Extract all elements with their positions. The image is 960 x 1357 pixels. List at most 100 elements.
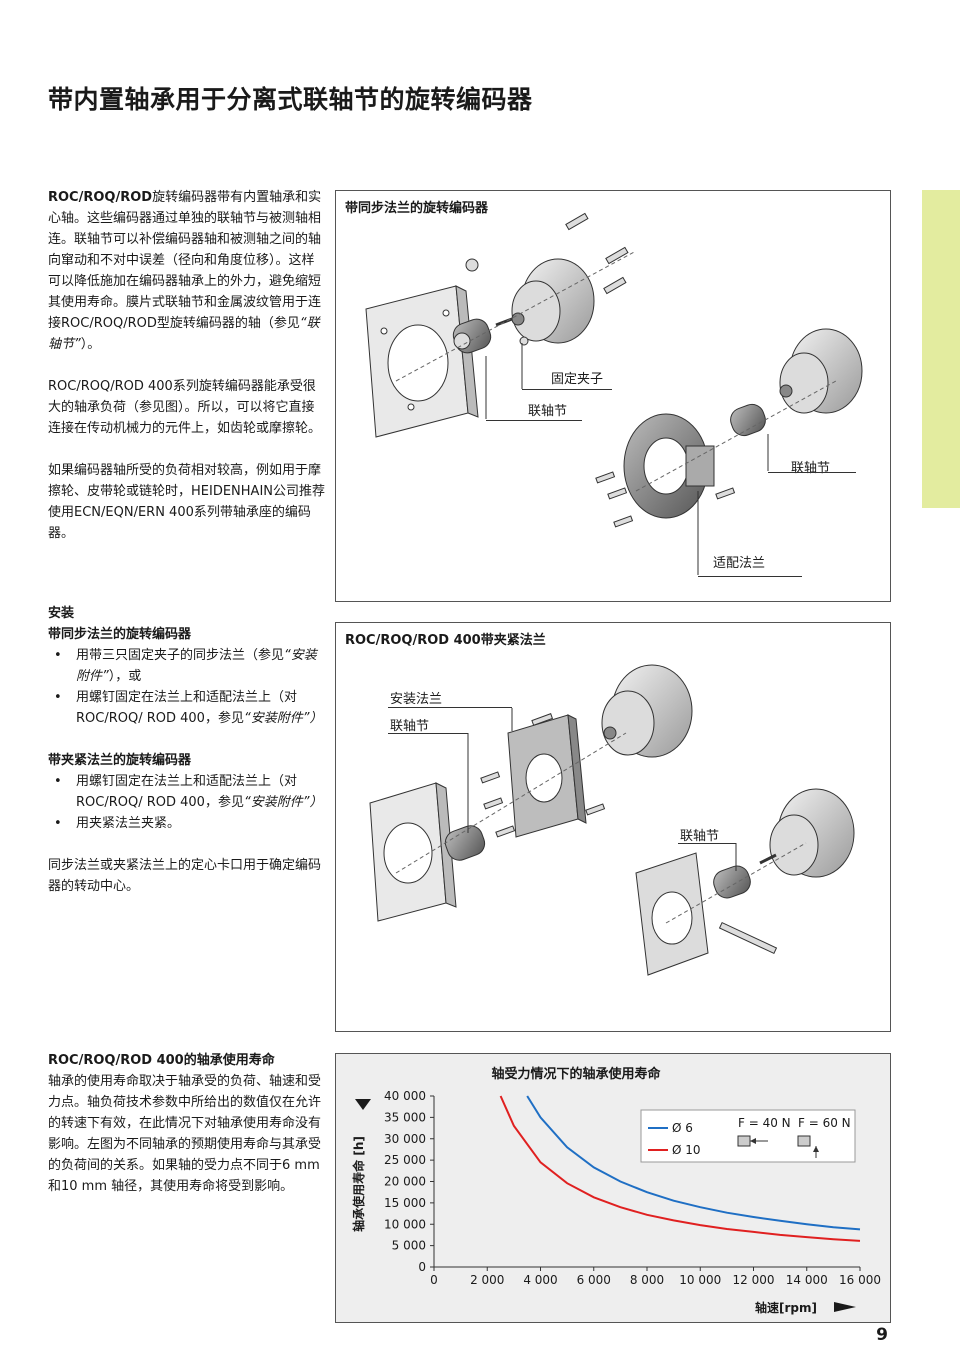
leader-line bbox=[388, 733, 468, 734]
y-tick-label: 15 000 bbox=[384, 1196, 426, 1210]
force-label-0: F = 40 N bbox=[738, 1116, 791, 1130]
y-tick-label: 20 000 bbox=[384, 1175, 426, 1189]
figure-clamp-title: ROC/ROQ/ROD 400带夹紧法兰 bbox=[345, 633, 546, 648]
leader-line bbox=[768, 472, 856, 473]
install-note: 同步法兰或夹紧法兰上的定心卡口用于确定编码器的转动中心。 bbox=[48, 858, 322, 894]
x-tick-label: 8 000 bbox=[630, 1273, 664, 1287]
intro-model: ROC/ROQ/ROD bbox=[48, 190, 153, 205]
sync-b1-text: 用带三只固定夹子的同步法兰（参见 bbox=[76, 648, 285, 663]
sync-b1-end: ），或 bbox=[108, 669, 142, 684]
bearing-heading: ROC/ROQ/ROD 400的轴承使用寿命 bbox=[48, 1053, 275, 1068]
x-axis-label: 轴速[rpm] bbox=[755, 1300, 817, 1315]
x-tick-label: 2 000 bbox=[470, 1273, 504, 1287]
list-item: 用螺钉固定在法兰上和适配法兰上（对ROC/ROQ/ ROD 400，参见“安装附… bbox=[48, 687, 326, 729]
leader-line bbox=[522, 389, 612, 390]
encoder-3 bbox=[601, 664, 693, 758]
legend-label-1: Ø 10 bbox=[672, 1143, 701, 1157]
x-tick-label: 12 000 bbox=[733, 1273, 775, 1287]
figure-sync-title: 带同步法兰的旋转编码器 bbox=[345, 201, 489, 216]
encoder-2 bbox=[779, 328, 863, 414]
bearing-life-chart-panel: 轴受力情况下的轴承使用寿命 轴承使用寿命 [h] 轴速[rpm] 0 2 000 4… bbox=[335, 1053, 891, 1323]
sync-b2-end: ） bbox=[309, 711, 323, 726]
leader-line bbox=[698, 576, 802, 577]
intro-p1-text: 旋转编码器带有内置轴承和实心轴。这些编码器通过单独的联轴节与被测轴相连。联轴节可… bbox=[48, 190, 322, 331]
figure-clamp-flange: ROC/ROQ/ROD 400带夹紧法兰 bbox=[335, 622, 891, 1032]
radial-force-icon bbox=[737, 1135, 768, 1147]
intro-p1-ref: “联轴节” bbox=[48, 316, 320, 352]
sync-heading: 带同步法兰的旋转编码器 bbox=[48, 627, 192, 642]
y-tick-label: 10 000 bbox=[384, 1217, 426, 1231]
force-label-1: F = 60 N bbox=[798, 1116, 851, 1130]
page-number: 9 bbox=[876, 1325, 888, 1345]
figure-sync-flange: 带同步法兰的旋转编码器 bbox=[335, 190, 891, 602]
install-section: 安装 带同步法兰的旋转编码器 用带三只固定夹子的同步法兰（参见“安装附件”），或… bbox=[48, 603, 326, 897]
axial-force-icon bbox=[797, 1135, 819, 1158]
y-axis-arrow-icon bbox=[355, 1099, 371, 1110]
intro-paragraph-2: ROC/ROQ/ROD 400系列旋转编码器能承受很大的轴承负荷（参见图）。所以… bbox=[48, 379, 322, 436]
label-mounting-flange: 安装法兰 bbox=[388, 688, 445, 707]
intro-paragraph-3: 如果编码器轴所受的负荷相对较高，例如用于摩擦轮、皮带轮或链轮时，HEIDENHA… bbox=[48, 463, 325, 541]
y-tick-label: 25 000 bbox=[384, 1153, 426, 1167]
clamp-b1-text: 用螺钉固定在法兰上和适配法兰上（对ROC/ROQ/ ROD 400，参见 bbox=[76, 774, 298, 810]
adapter-flange bbox=[623, 413, 715, 519]
label-fixing-clamp: 固定夹子 bbox=[549, 368, 606, 387]
x-tick-label: 14 000 bbox=[786, 1273, 828, 1287]
y-tick-label: 30 000 bbox=[384, 1132, 426, 1146]
x-tick-label: 4 000 bbox=[523, 1273, 557, 1287]
clamp-b1-end: ） bbox=[309, 795, 323, 810]
y-tick-label: 35 000 bbox=[384, 1110, 426, 1124]
legend: Ø 6 Ø 10 F = 40 N F = 60 N bbox=[640, 1109, 856, 1163]
intro-p1-end: ）。 bbox=[80, 337, 101, 352]
sync-list: 用带三只固定夹子的同步法兰（参见“安装附件”），或 用螺钉固定在法兰上和适配法兰… bbox=[48, 645, 326, 729]
y-axis-label: 轴承使用寿命 [h] bbox=[351, 1136, 366, 1232]
clamp-flange-illustration bbox=[369, 664, 855, 976]
coupling-1 bbox=[452, 318, 492, 354]
coupling-3 bbox=[444, 825, 486, 861]
label-coupling-1: 联轴节 bbox=[526, 400, 570, 419]
clamp-heading: 带夹紧法兰的旋转编码器 bbox=[48, 753, 192, 768]
x-tick-label: 10 000 bbox=[679, 1273, 721, 1287]
label-coupling-3: 联轴节 bbox=[388, 715, 432, 734]
page-title: 带内置轴承用于分离式联轴节的旋转编码器 bbox=[48, 85, 533, 114]
install-heading: 安装 bbox=[48, 606, 75, 621]
series-line-0 bbox=[526, 1095, 861, 1231]
bearing-life-chart: 轴受力情况下的轴承使用寿命 轴承使用寿命 [h] 轴速[rpm] 0 2 000 4… bbox=[351, 1066, 881, 1315]
sync-b1-ref: “安装附件” bbox=[76, 648, 317, 684]
clamp-b1-ref: “安装附件” bbox=[243, 795, 310, 810]
legend-label-0: Ø 6 bbox=[672, 1121, 693, 1135]
intro-paragraph-1: ROC/ROQ/ROD旋转编码器带有内置轴承和实心轴。这些编码器通过单独的联轴节… bbox=[48, 187, 326, 355]
intro-text: ROC/ROQ/ROD旋转编码器带有内置轴承和实心轴。这些编码器通过单独的联轴节… bbox=[48, 187, 326, 544]
label-coupling-2: 联轴节 bbox=[789, 457, 833, 476]
mounting-plate bbox=[365, 285, 479, 438]
leader-line bbox=[388, 707, 512, 708]
x-tick-label: 6 000 bbox=[577, 1273, 611, 1287]
label-adapter-flange: 适配法兰 bbox=[711, 552, 768, 571]
list-item: 用夹紧法兰夹紧。 bbox=[48, 813, 326, 834]
screws-clamp bbox=[480, 713, 778, 955]
y-tick-label: 0 bbox=[418, 1260, 426, 1274]
x-tick-label: 16 000 bbox=[839, 1273, 881, 1287]
list-item: 用螺钉固定在法兰上和适配法兰上（对ROC/ROQ/ ROD 400，参见“安装附… bbox=[48, 771, 326, 813]
sync-b2-ref: “安装附件” bbox=[243, 711, 310, 726]
y-tick-label: 40 000 bbox=[384, 1089, 426, 1103]
leader-line bbox=[486, 420, 582, 421]
chart-title: 轴受力情况下的轴承使用寿命 bbox=[491, 1066, 661, 1082]
y-tick-label: 5 000 bbox=[392, 1239, 426, 1253]
label-coupling-4: 联轴节 bbox=[678, 825, 722, 844]
bearing-section: ROC/ROQ/ROD 400的轴承使用寿命 轴承的使用寿命取决于轴承受的负荷、… bbox=[48, 1050, 326, 1197]
bearing-text: 轴承的使用寿命取决于轴承受的负荷、轴速和受力点。轴负荷技术参数中所给出的数值仅在… bbox=[48, 1074, 322, 1194]
sync-b2-text: 用螺钉固定在法兰上和适配法兰上（对ROC/ROQ/ ROD 400，参见 bbox=[76, 690, 298, 726]
coupling-2 bbox=[730, 403, 766, 437]
square-flange bbox=[507, 714, 587, 838]
list-item: 用带三只固定夹子的同步法兰（参见“安装附件”），或 bbox=[48, 645, 326, 687]
sync-flange-illustration bbox=[365, 212, 863, 575]
clamp-list: 用螺钉固定在法兰上和适配法兰上（对ROC/ROQ/ ROD 400，参见“安装附… bbox=[48, 771, 326, 834]
clamp-bracket bbox=[635, 852, 709, 976]
encoder-1 bbox=[495, 258, 595, 344]
screws-bottom bbox=[595, 471, 736, 528]
coupling-4 bbox=[713, 865, 751, 899]
x-axis-arrow-icon bbox=[834, 1302, 856, 1312]
mounting-plate-2 bbox=[369, 782, 457, 922]
encoder-4 bbox=[759, 788, 855, 878]
series-line-1 bbox=[499, 1095, 861, 1242]
